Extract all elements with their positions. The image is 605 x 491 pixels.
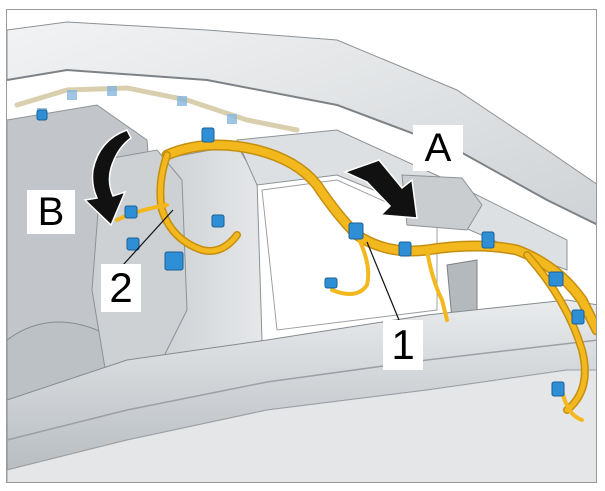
floor-edge (7, 369, 596, 482)
leader-line-2 (122, 209, 174, 266)
roof-harness-ghost (14, 85, 300, 133)
callout-a: A (413, 125, 463, 171)
callout-1-label: 1 (391, 321, 415, 368)
sill-line (7, 339, 596, 441)
callout-2-label: 2 (109, 264, 133, 311)
door-opening (261, 179, 438, 331)
harness-clips (36, 109, 585, 397)
diagram-frame: A B 1 2 (6, 9, 597, 483)
callout-a-label: A (424, 126, 452, 170)
callout-2: 2 (101, 264, 141, 312)
vehicle-body-illustration (7, 21, 596, 482)
callout-1: 1 (383, 320, 423, 370)
arrow-a-icon (342, 159, 418, 219)
roof-edge (7, 68, 596, 226)
callout-b-label: B (37, 190, 65, 234)
callout-b: B (27, 190, 75, 234)
arrow-b-icon (83, 129, 132, 227)
leader-line-1 (366, 241, 400, 321)
